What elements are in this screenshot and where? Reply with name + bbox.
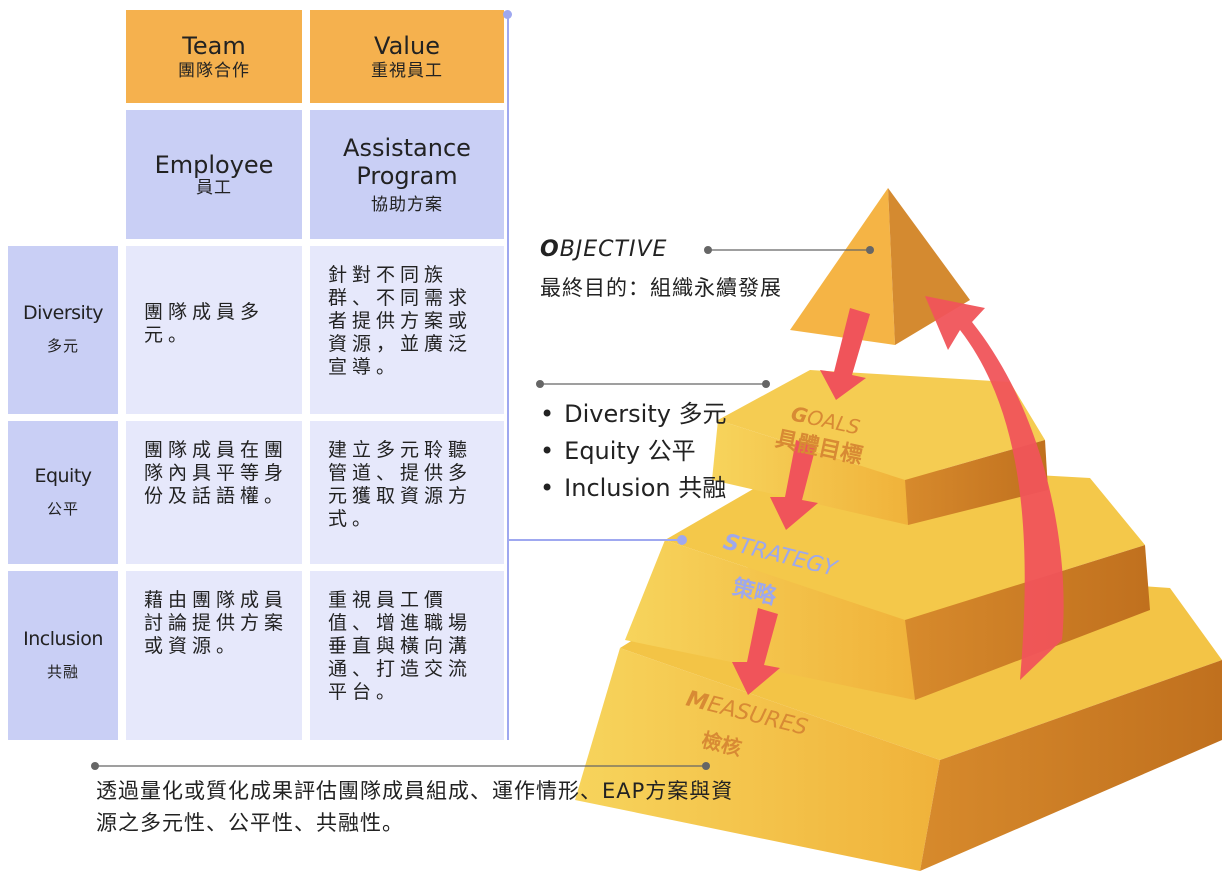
- strategy-first: S: [721, 530, 742, 558]
- goals-list: Diversity 多元 Equity 公平 Inclusion 共融: [540, 396, 727, 507]
- table-bracket-line: [507, 14, 509, 740]
- arrow-down-2: [770, 440, 818, 530]
- row-label-zh: 多元: [46, 337, 79, 355]
- objective-desc: 最終目的：組織永續發展: [540, 276, 782, 300]
- header-employee-en: Employee: [154, 150, 274, 179]
- cell-diversity-team: 團隊成員多元。: [126, 246, 302, 414]
- header-value: Value 重視員工: [310, 10, 504, 103]
- header-employee: Employee 員工: [126, 110, 302, 239]
- measures-note: 透過量化或質化成果評估團隊成員組成、運作情形、EAP方案與資源之多元性、公平性、…: [96, 779, 734, 835]
- header-employee-zh: 員工: [196, 177, 232, 198]
- row-label-equity: Equity 公平: [8, 421, 118, 564]
- row-label-inclusion: Inclusion 共融: [8, 571, 118, 740]
- cell-inclusion-value: 重視員工價值、增進職場垂直與橫向溝通、打造交流平台。: [310, 571, 504, 740]
- goals-item: Equity 公平: [540, 433, 727, 470]
- row-label-diversity: Diversity 多元: [8, 246, 118, 414]
- pyramid-tier-goals: [712, 370, 1048, 525]
- cell-inclusion-team: 藉由團隊成員討論提供方案或資源。: [126, 571, 302, 740]
- cell-equity-team: 團隊成員在團隊內具平等身份及話語權。: [126, 421, 302, 564]
- row-label-en: Diversity: [22, 302, 104, 324]
- cell-equity-value: 建立多元聆聽管道、提供多元獲取資源方式。: [310, 421, 504, 564]
- header-value-en: Value: [374, 31, 440, 60]
- goals-label: GOALS 具體目標: [773, 401, 864, 469]
- arrow-down-1: [820, 308, 870, 400]
- header-team: Team 團隊合作: [126, 10, 302, 103]
- header-assistance: Assistance Program 協助方案: [310, 110, 504, 239]
- curved-arrow-up: [925, 296, 1064, 680]
- header-value-zh: 重視員工: [371, 60, 443, 81]
- cell-diversity-value: 針對不同族群、不同需求者提供方案或資源，並廣泛宣導。: [310, 246, 504, 414]
- objective-rest: BJECTIVE: [559, 237, 668, 262]
- header-team-en: Team: [182, 31, 246, 60]
- goals-item: Diversity 多元: [540, 396, 726, 433]
- row-label-zh: 公平: [46, 499, 79, 518]
- arrow-down-3: [732, 608, 780, 695]
- goals-item: Inclusion 共融: [540, 470, 727, 507]
- objective-title: OBJECTIVE: [540, 237, 667, 262]
- header-assistance-en2: Program: [356, 161, 458, 190]
- row-label-en: Inclusion: [23, 627, 103, 650]
- row-label-zh: 共融: [46, 662, 79, 681]
- header-assistance-zh: 協助方案: [371, 194, 443, 215]
- objective-first: O: [540, 237, 560, 262]
- goals-first: G: [789, 401, 810, 428]
- bracket-dot: [503, 10, 512, 19]
- row-label-en: Equity: [34, 464, 92, 487]
- header-team-zh: 團隊合作: [178, 60, 250, 81]
- header-assistance-en1: Assistance: [343, 133, 471, 162]
